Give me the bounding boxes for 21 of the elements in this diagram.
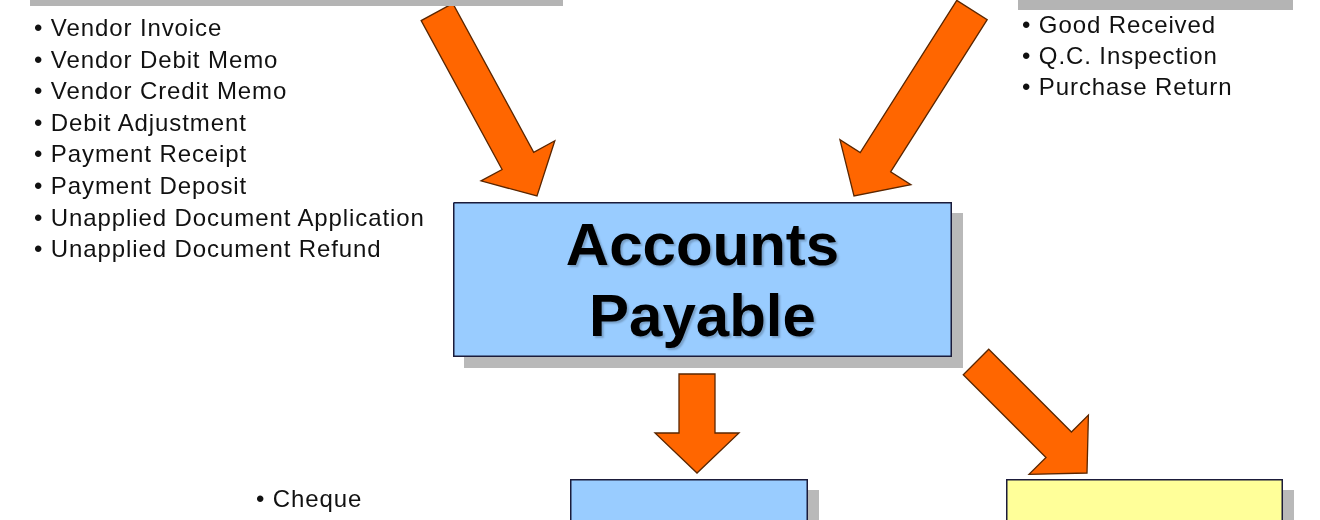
list-item: • Cheque [256,484,363,514]
block-arrow [653,373,741,474]
list-item: • Unapplied Document Refund [34,234,382,265]
list-item: • Payment Receipt [34,139,248,170]
block-arrow [962,348,1090,476]
list-item: • Vendor Debit Memo [34,44,279,75]
list-item: • Unapplied Document Application [34,202,425,233]
box-title: Accounts Payable [564,209,841,351]
list-item: • Vendor Credit Memo [34,76,288,107]
list-item: • Good Received [1022,10,1216,40]
process-box [1018,0,1293,10]
process-box [1006,479,1294,520]
list-item: • Debit Adjustment [34,107,247,138]
process-box [570,479,819,520]
list-item: • Q.C. Inspection [1022,41,1218,71]
list-item: • Purchase Return [1022,72,1233,102]
process-box [453,202,963,368]
block-arrow [838,0,989,197]
list-item: • Payment Deposit [34,170,248,201]
list-item: • Vendor Invoice [34,13,223,43]
process-box [30,0,563,6]
